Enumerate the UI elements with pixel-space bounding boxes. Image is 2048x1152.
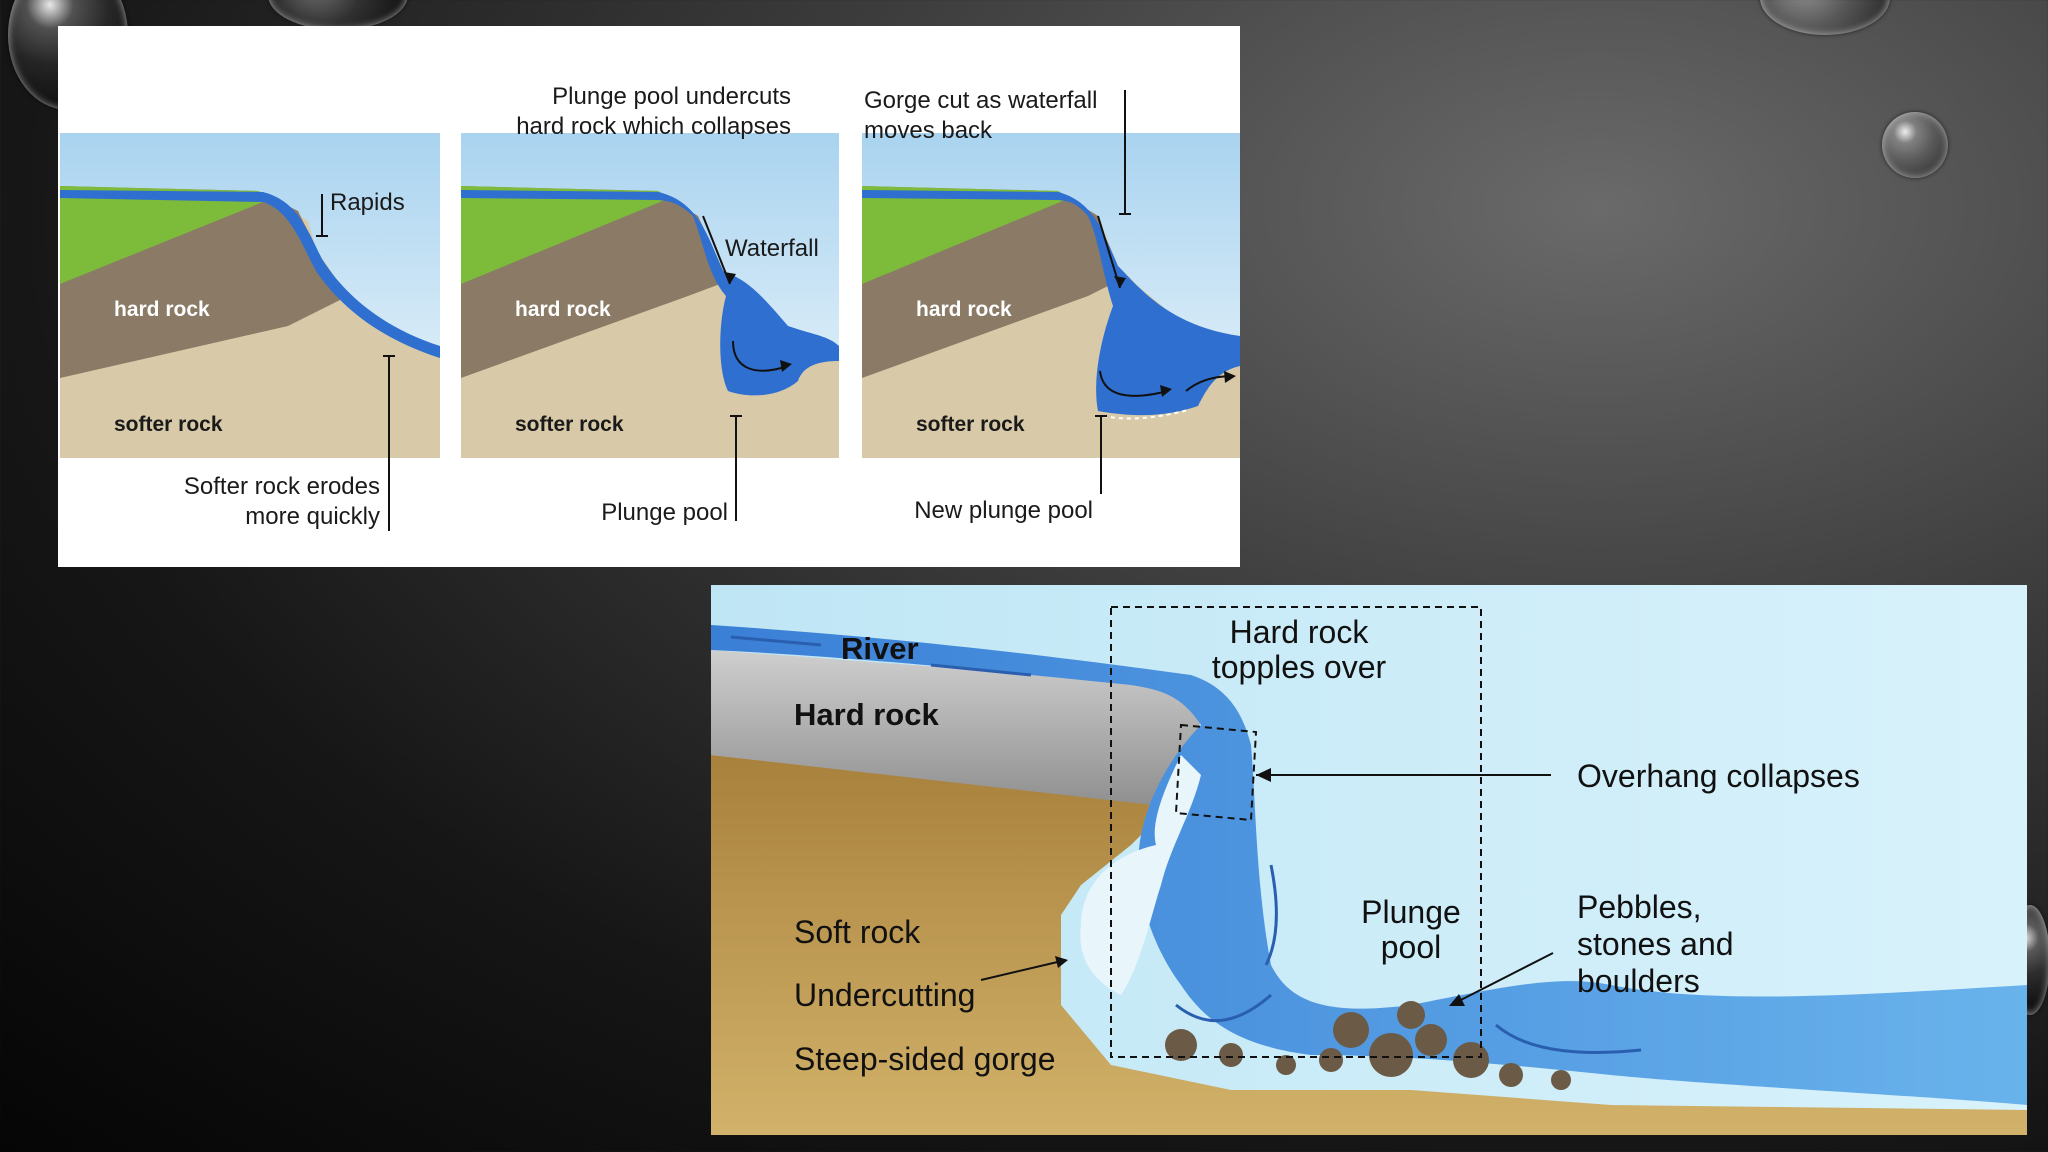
waterfall-label: Waterfall [725, 235, 819, 262]
pebbles-label-line3: boulders [1577, 963, 1700, 999]
decorative-bubble [1882, 112, 1948, 178]
soft-rock-label: Soft rock [794, 914, 921, 950]
river-label: River [841, 631, 919, 666]
waterfall-cross-section-diagram: River Hard rock Hard rock topples over O… [711, 585, 2027, 1135]
plunge-pool-undercuts-label-line2: hard rock which collapses [516, 113, 791, 140]
softer-rock-label: softer rock [916, 413, 1025, 436]
gorge-cut-label-line2: moves back [864, 117, 993, 144]
stage-2-panel: hard rock softer rock Waterfall Plunge p… [461, 83, 839, 526]
plunge-pool-label: Plunge [1361, 894, 1461, 930]
softer-rock-label: softer rock [114, 413, 223, 436]
overhang-frame [1174, 723, 1258, 822]
softer-rock-erodes-label-line2: more quickly [245, 503, 380, 530]
pebbles-label: Pebbles, [1577, 889, 1702, 925]
topple-zone-frame [1110, 606, 1482, 1058]
overhang-collapses-label: Overhang collapses [1577, 758, 1860, 794]
undercutting-pointer [980, 959, 1067, 981]
boulders [1165, 1001, 1571, 1090]
gorge-cut-label: Gorge cut as waterfall [864, 87, 1097, 114]
stage-1-panel: hard rock softer rock Rapids Softer rock… [60, 133, 440, 531]
decorative-bubble [1760, 0, 1890, 35]
hard-rock-topples-label: Hard rock [1230, 614, 1370, 650]
plunge-pool-undercuts-label: Plunge pool undercuts [552, 83, 791, 110]
hard-rock-label: Hard rock [794, 697, 939, 732]
steep-sided-gorge-label: Steep-sided gorge [794, 1041, 1056, 1077]
rapids-label: Rapids [330, 189, 405, 216]
pebbles-pointer [1450, 952, 1554, 1006]
hard-rock-label: hard rock [916, 298, 1012, 321]
hard-rock-label: hard rock [515, 298, 611, 321]
waterfall-formation-stages-diagram: hard rock softer rock Rapids Softer rock… [58, 26, 1240, 567]
undercutting-label: Undercutting [794, 977, 975, 1013]
hard-rock-label: hard rock [114, 298, 210, 321]
softer-rock-erodes-label: Softer rock erodes [184, 473, 380, 500]
softer-rock-label: softer rock [515, 413, 624, 436]
plunge-pool-label: Plunge pool [601, 499, 728, 526]
pebbles-label-line2: stones and [1577, 926, 1734, 962]
new-plunge-pool-label: New plunge pool [914, 497, 1093, 524]
plunge-pool-label-line2: pool [1381, 929, 1442, 965]
hard-rock-topples-label-line2: topples over [1212, 649, 1387, 685]
stage-3-panel: hard rock softer rock Gorge cut as water… [862, 87, 1240, 524]
